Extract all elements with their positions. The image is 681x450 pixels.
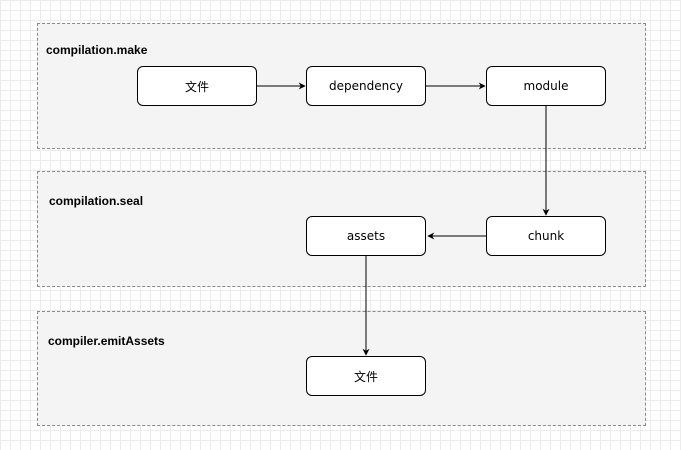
node-dependency[interactable]: dependency [306, 66, 426, 106]
node-file-output-label: 文件 [353, 369, 378, 384]
node-assets[interactable]: assets [306, 216, 426, 256]
node-dependency-label: dependency [329, 79, 403, 93]
group-label-compiler-emit-assets: compiler.emitAssets [48, 334, 165, 348]
node-assets-label: assets [346, 229, 386, 243]
node-chunk[interactable]: chunk [486, 216, 606, 256]
node-chunk-label: chunk [527, 229, 565, 243]
node-file-output[interactable]: 文件 [306, 356, 426, 396]
node-module[interactable]: module [486, 66, 606, 106]
node-file-source[interactable]: 文件 [137, 66, 257, 106]
group-label-compilation-make: compilation.make [46, 43, 148, 57]
group-label-compilation-seal: compilation.seal [49, 194, 144, 208]
node-module-label: module [523, 79, 569, 93]
node-file-source-label: 文件 [184, 79, 209, 94]
